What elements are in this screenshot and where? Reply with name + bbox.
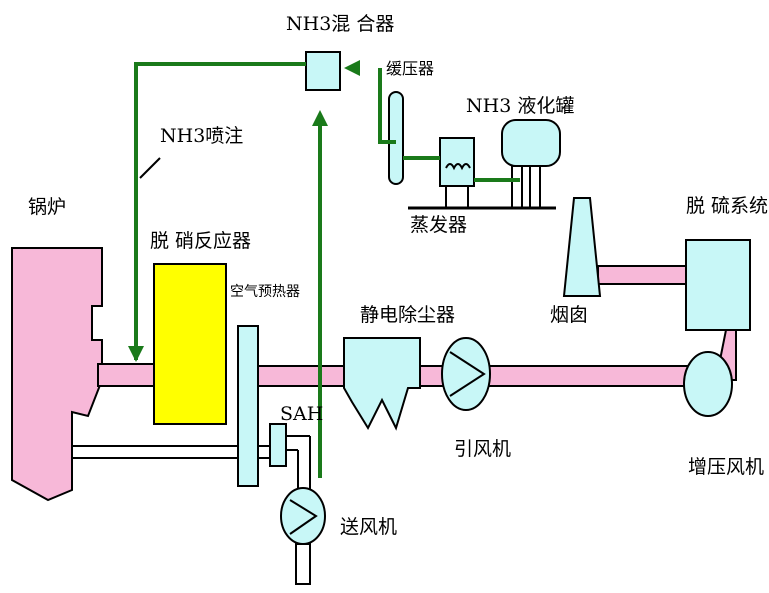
air-ducts [72, 435, 311, 490]
label-evaporator: 蒸发器 [410, 214, 468, 236]
sah-unit [269, 423, 287, 467]
label-denox-reactor: 脱 硝反应器 [150, 230, 252, 252]
label-fgd: 脱 硫系统 [686, 195, 769, 217]
label-air-preheater: 空气预热器 [230, 284, 300, 300]
fd-fan [280, 487, 326, 585]
label-nh3-tank: NH3 液化罐 [466, 95, 575, 117]
label-chimney: 烟囱 [550, 304, 589, 326]
label-fd-fan: 送风机 [340, 516, 398, 538]
label-nh3-injection: NH3喷注 [160, 125, 244, 147]
label-boiler: 锅炉 [28, 196, 67, 218]
nh3-injection-leader [139, 157, 161, 179]
ammonia-arrowheads [128, 60, 360, 362]
denox-reactor [153, 263, 227, 425]
buffer-tank [388, 91, 404, 185]
boiler-body [11, 247, 103, 502]
flue-duct-fgd-chimney [597, 265, 689, 285]
booster-fan [683, 351, 733, 417]
flue-duct-boiler-reactor [97, 363, 155, 387]
label-buffer-tank: 缓压器 [386, 59, 435, 78]
nh3-tank [501, 119, 561, 209]
label-booster-fan: 增压风机 [688, 456, 765, 478]
induced-fan [441, 337, 491, 411]
fgd-unit [685, 239, 751, 331]
evaporator [439, 137, 475, 208]
label-esp: 静电除尘器 [360, 304, 456, 326]
air-preheater [237, 325, 259, 487]
esp [343, 337, 421, 431]
label-nh3-mixer: NH3混 合器 [286, 13, 395, 35]
label-induced-fan: 引风机 [454, 438, 512, 460]
chimney [562, 197, 602, 297]
label-sah: SAH [280, 403, 324, 425]
nh3-mixer [305, 51, 341, 91]
